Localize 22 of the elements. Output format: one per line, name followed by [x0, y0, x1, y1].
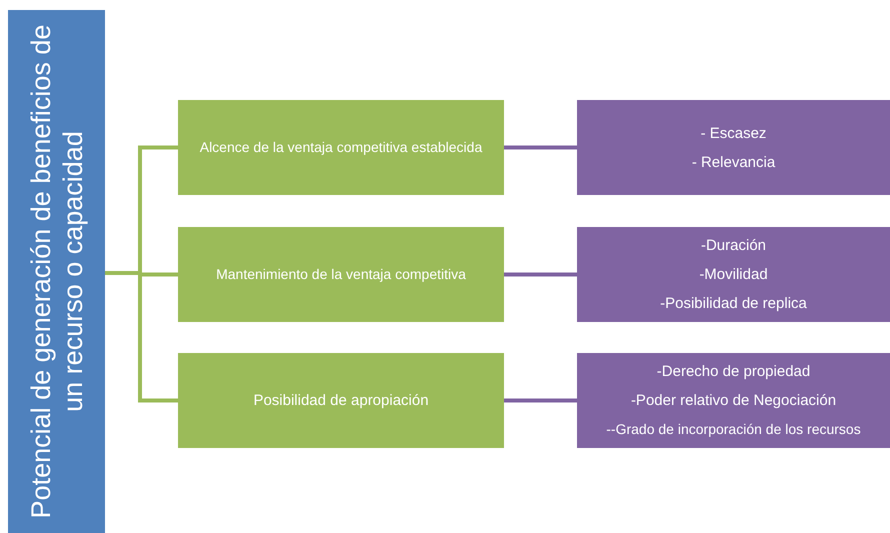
category-text: Mantenimiento de la ventaja competitiva — [216, 265, 466, 284]
category-text: Alcence de la ventaja competitiva establecida — [200, 138, 482, 157]
detail-box — [577, 353, 890, 448]
title-text: Potencial de generación de beneficios de un recurso o capacidad — [24, 24, 89, 520]
list-item: -Derecho de propiedad — [656, 362, 810, 382]
category-box — [178, 100, 504, 195]
connector-line — [504, 398, 577, 402]
list-item: -Duración — [700, 236, 766, 256]
list-item: - Escasez — [700, 124, 766, 144]
category-box — [178, 353, 504, 448]
title-bar — [8, 10, 105, 533]
category-text: Posibilidad de apropiación — [253, 391, 429, 411]
list-item: -Posibilidad de replica — [660, 294, 807, 314]
detail-box — [577, 227, 890, 322]
connector-line — [504, 272, 577, 276]
category-box — [178, 227, 504, 322]
list-item: -Poder relativo de Negociación — [630, 391, 836, 411]
list-item: --Grado de incorporación de los recursos — [606, 420, 861, 439]
connector-line — [504, 146, 577, 150]
list-item: -Movilidad — [699, 265, 768, 285]
list-item: - Relevancia — [692, 152, 776, 172]
detail-box — [577, 100, 890, 195]
